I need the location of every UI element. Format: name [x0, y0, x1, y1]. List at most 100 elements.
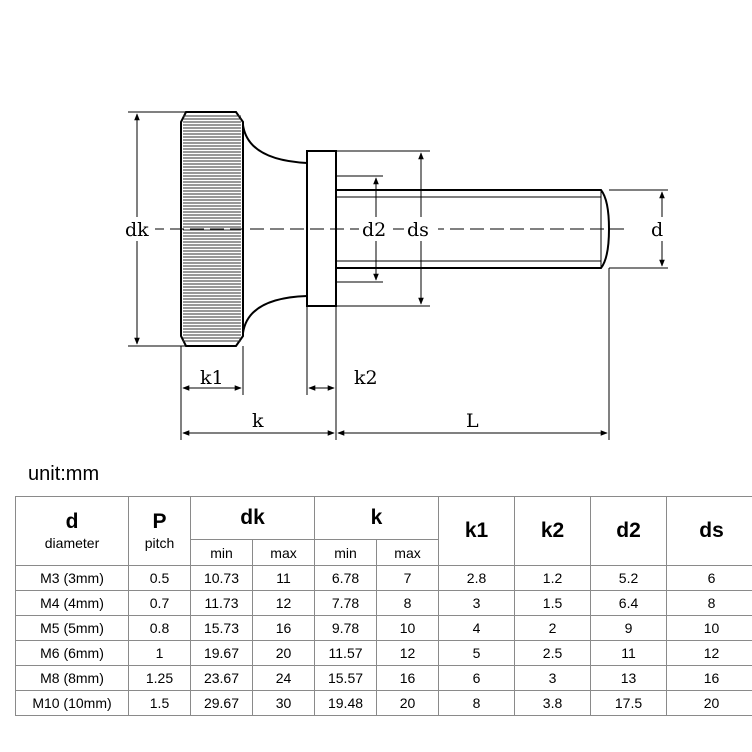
cell-diameter: M8 (8mm) [15, 665, 129, 691]
header-k2: k2 [514, 496, 592, 566]
cell-k2: 2 [514, 615, 592, 641]
dimension-spec-table: d diameter P pitch dk k k1 k2 d2 ds min … [15, 496, 752, 716]
k1-label: k1 [200, 367, 224, 389]
cell-ds: 20 [666, 690, 752, 716]
cell-d2: 6.4 [590, 590, 668, 616]
cell-dk-min: 10.73 [190, 565, 253, 591]
cell-dk-max: 16 [251, 615, 316, 641]
dk-label: dk [125, 219, 149, 241]
header-k1: k1 [438, 496, 516, 566]
cell-dk-min: 15.73 [190, 615, 253, 641]
cell-pitch: 1.25 [128, 665, 191, 691]
cell-k-max: 12 [376, 640, 440, 666]
cell-ds: 6 [666, 565, 752, 591]
k-label: k [252, 410, 264, 432]
header-d2-text: d2 [616, 519, 641, 542]
header-P-main: P [152, 510, 167, 533]
cell-k1: 8 [438, 690, 516, 716]
cell-pitch: 0.8 [128, 615, 191, 641]
L-label: L [466, 410, 479, 432]
header-k2-text: k2 [540, 519, 565, 542]
cell-k-max: 10 [376, 615, 440, 641]
neck-fillet [242, 124, 308, 334]
cell-dk-min: 19.67 [190, 640, 253, 666]
header-d-sub: diameter [44, 535, 100, 551]
header-dk-max: max [251, 539, 316, 566]
header-P-sub: pitch [144, 535, 175, 551]
cell-k1: 3 [438, 590, 516, 616]
cell-diameter: M10 (10mm) [15, 690, 129, 716]
cell-diameter: M5 (5mm) [15, 615, 129, 641]
cell-k1: 2.8 [438, 565, 516, 591]
header-d2: d2 [590, 496, 668, 566]
cell-k-min: 9.78 [314, 615, 378, 641]
ds-label: ds [407, 219, 429, 241]
cell-k-min: 7.78 [314, 590, 378, 616]
cell-dk-max: 24 [251, 665, 316, 691]
cell-k-max: 8 [376, 590, 440, 616]
header-dk-min: min [190, 539, 253, 566]
cell-k1: 5 [438, 640, 516, 666]
cell-k2: 3.8 [514, 690, 592, 716]
header-ds: ds [666, 496, 752, 566]
cell-ds: 12 [666, 640, 752, 666]
cell-ds: 16 [666, 665, 752, 691]
cell-k-max: 7 [376, 565, 440, 591]
cell-diameter: M6 (6mm) [15, 640, 129, 666]
d2-label: d2 [362, 219, 386, 241]
cell-k1: 4 [438, 615, 516, 641]
cell-k-min: 15.57 [314, 665, 378, 691]
cell-d2: 9 [590, 615, 668, 641]
cell-diameter: M3 (3mm) [15, 565, 129, 591]
cell-k-max: 20 [376, 690, 440, 716]
cell-k-min: 11.57 [314, 640, 378, 666]
cell-k2: 2.5 [514, 640, 592, 666]
cell-d2: 17.5 [590, 690, 668, 716]
header-d: d diameter [15, 496, 129, 566]
header-k-max: max [376, 539, 440, 566]
cell-k2: 1.2 [514, 565, 592, 591]
knurl-pattern [183, 115, 241, 342]
cell-d2: 13 [590, 665, 668, 691]
header-ds-text: ds [699, 519, 724, 542]
header-k-min: min [314, 539, 378, 566]
cell-k2: 3 [514, 665, 592, 691]
cell-pitch: 0.7 [128, 590, 191, 616]
cell-dk-min: 29.67 [190, 690, 253, 716]
d-label: d [651, 219, 663, 241]
header-dk: dk [189, 496, 316, 540]
cell-dk-max: 11 [251, 565, 316, 591]
cell-k-max: 16 [376, 665, 440, 691]
cell-k2: 1.5 [514, 590, 592, 616]
cell-dk-min: 11.73 [190, 590, 253, 616]
cell-pitch: 1 [128, 640, 191, 666]
cell-ds: 8 [666, 590, 752, 616]
cell-d2: 11 [590, 640, 668, 666]
cell-diameter: M4 (4mm) [15, 590, 129, 616]
unit-label: unit:mm [28, 463, 100, 485]
cell-k-min: 6.78 [314, 565, 378, 591]
thumb-screw-technical-drawing: dk d2 ds d k1 k2 k L [125, 111, 668, 440]
cell-k1: 6 [438, 665, 516, 691]
header-dk-main: dk [240, 506, 265, 529]
cell-ds: 10 [666, 615, 752, 641]
header-d-main: d [65, 510, 79, 533]
header-k1-text: k1 [464, 519, 489, 542]
k2-label: k2 [354, 367, 378, 389]
extension-lines [128, 111, 668, 440]
header-P: P pitch [128, 496, 191, 566]
cell-dk-max: 30 [251, 690, 316, 716]
cell-d2: 5.2 [590, 565, 668, 591]
header-k: k [314, 496, 440, 540]
cell-dk-min: 23.67 [190, 665, 253, 691]
cell-pitch: 1.5 [128, 690, 191, 716]
header-k-main: k [370, 506, 383, 529]
cell-k-min: 19.48 [314, 690, 378, 716]
cell-dk-max: 20 [251, 640, 316, 666]
